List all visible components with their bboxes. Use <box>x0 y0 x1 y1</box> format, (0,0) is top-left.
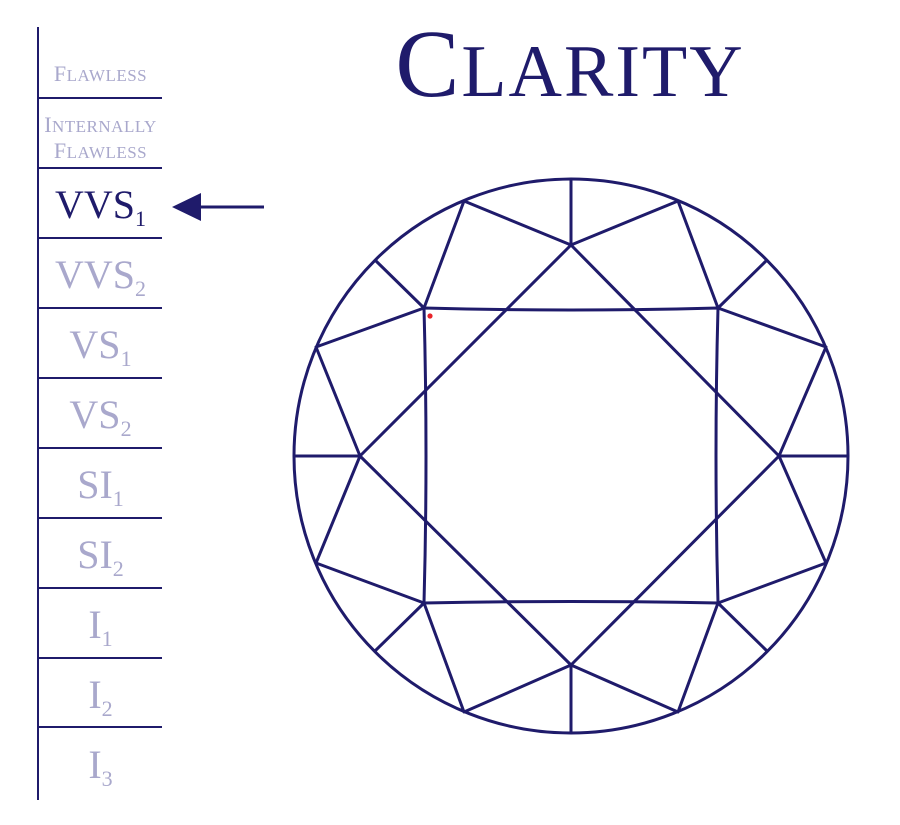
title-initial: C <box>395 10 462 117</box>
scale-divider <box>39 237 162 239</box>
grade-label-line-1: INTERNALLY <box>44 112 157 137</box>
scale-divider <box>39 517 162 519</box>
grade-vs2: VS2 <box>69 392 132 442</box>
scale-divider <box>39 587 162 589</box>
grade-i3: I3 <box>88 742 113 792</box>
arrow-left-icon <box>172 193 264 221</box>
bezel-facets <box>314 179 828 714</box>
inclusion-mark <box>427 313 433 319</box>
scale-divider <box>39 307 162 309</box>
grade-label-line-2: FLAWLESS <box>53 138 148 163</box>
grade-i1: I1 <box>88 602 113 652</box>
scale-divider <box>39 97 162 99</box>
grade-vvs1: VVS1 <box>54 182 147 232</box>
diamond-table <box>422 306 720 605</box>
clarity-scale-axis <box>37 27 39 800</box>
scale-divider <box>39 377 162 379</box>
page-title: CLARITY <box>380 16 760 118</box>
scale-divider <box>39 447 162 449</box>
grade-i2: I2 <box>88 672 113 722</box>
grade-vvs2: VVS2 <box>54 252 147 302</box>
grade-si2: SI2 <box>77 532 124 582</box>
grade-label: FLAWLESS <box>53 61 148 86</box>
scale-divider <box>39 657 162 659</box>
scale-divider <box>39 167 162 169</box>
diamond-illustration <box>292 177 850 735</box>
title-rest: LARITY <box>461 31 745 113</box>
grade-vs1: VS1 <box>69 322 132 372</box>
scale-divider <box>39 726 162 728</box>
grade-internally-flawless: INTERNALLY FLAWLESS <box>39 113 162 165</box>
grade-si1: SI1 <box>77 462 124 512</box>
grade-flawless: FLAWLESS <box>39 62 162 88</box>
